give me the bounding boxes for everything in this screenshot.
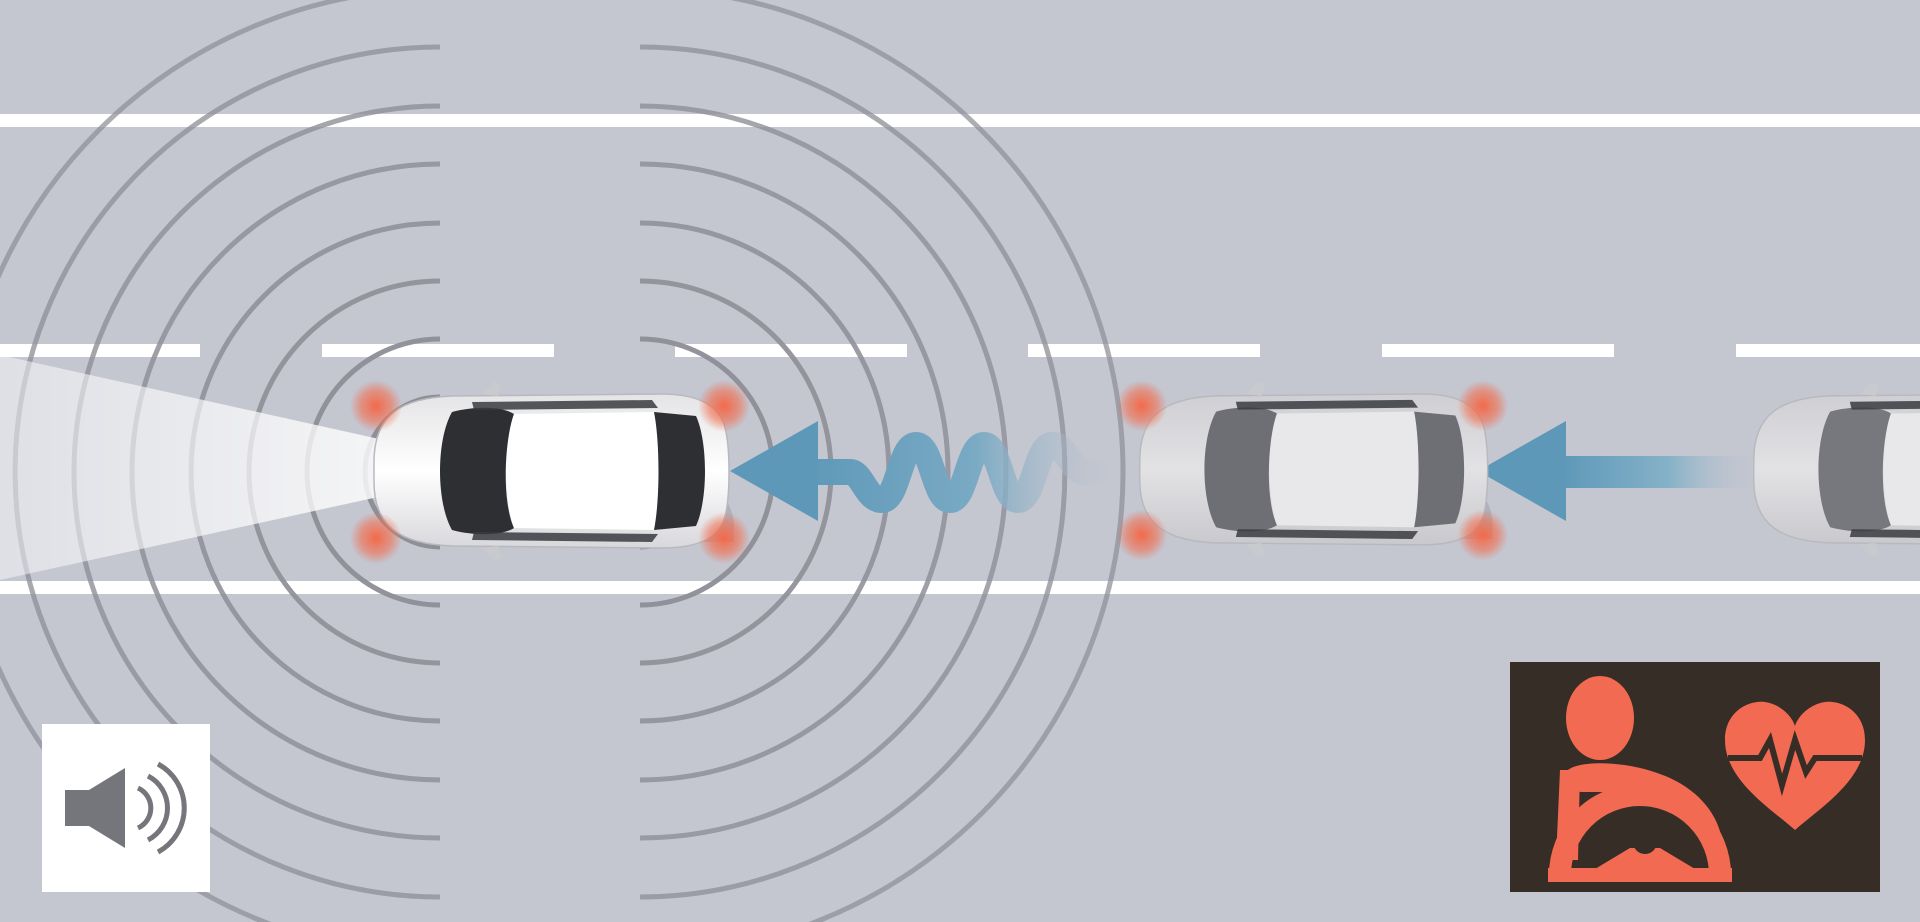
wavy-arrow-head: [730, 421, 818, 521]
hazard-light: [698, 380, 750, 432]
car-roof: [1883, 413, 1920, 526]
lead-vehicle: [350, 380, 750, 564]
lane-dash: [1382, 344, 1614, 357]
headlight-beam: [0, 355, 510, 580]
lane-dash: [675, 344, 907, 357]
car-roof: [1269, 411, 1419, 528]
wavy-slowdown-arrow: [730, 421, 1133, 521]
hazard-light: [1457, 509, 1509, 561]
hazard-light: [350, 512, 402, 564]
driver-head-icon: [1566, 676, 1634, 760]
car-windshield: [1818, 407, 1891, 532]
lane-line-bottom: [0, 581, 1920, 594]
sound-wave-arc: [639, 161, 951, 783]
driver-steering-wheel-heartbeat-icon: [1548, 676, 1865, 882]
lane-dash: [1736, 344, 1920, 357]
hazard-light: [1116, 380, 1168, 432]
speaker-with-sound-waves-icon: [65, 761, 187, 855]
heart-icon: [1725, 701, 1865, 830]
sound-wave-arc: [0, 0, 351, 922]
lane-dashes: [0, 344, 1920, 357]
lane-markings: [0, 114, 1920, 594]
hazard-light: [350, 380, 402, 432]
lane-line-top: [0, 114, 1920, 127]
following-vehicle-1: [1116, 380, 1509, 561]
hazard-light: [1457, 380, 1509, 432]
heartbeat-line-icon: [1728, 730, 1862, 797]
driver-alert-panel: [1510, 662, 1880, 892]
lane-dash: [0, 344, 200, 357]
following-vehicle-2: [1753, 382, 1920, 557]
straight-follow-arrow: [1478, 421, 1760, 521]
car-windshield: [440, 407, 514, 535]
straight-arrow-head: [1478, 421, 1566, 521]
hazard-light: [698, 512, 750, 564]
lane-dash: [322, 344, 554, 357]
car-windshield: [1204, 407, 1277, 532]
car-roof: [506, 412, 659, 530]
speaker-panel: [42, 724, 210, 892]
car-rear-window: [654, 412, 705, 530]
car-rear-window: [1414, 411, 1465, 528]
straight-arrow-tail: [1560, 456, 1760, 488]
hazard-light: [1116, 509, 1168, 561]
lane-dash: [1028, 344, 1260, 357]
steering-wheel-icon: [1549, 784, 1731, 876]
wavy-arrow-tail: [787, 432, 1133, 513]
vehicles: [350, 380, 1920, 564]
